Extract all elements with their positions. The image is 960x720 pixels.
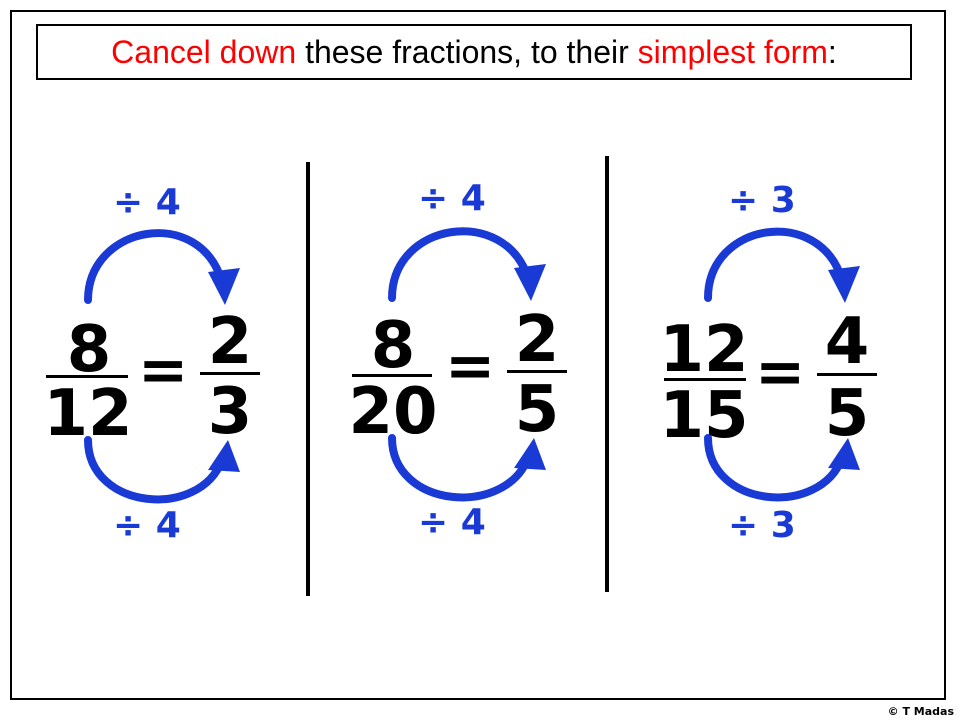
fraction-denominator: 15 (659, 379, 749, 453)
bottom-arrow-icon (84, 436, 240, 504)
answer-bar (817, 373, 877, 376)
fraction-numerator: 12 (659, 313, 749, 387)
title-colon: : (827, 34, 837, 70)
fraction-denominator: 20 (348, 375, 438, 449)
title-middle: these fractions, to their (296, 34, 638, 70)
divider-2 (605, 156, 609, 592)
fraction-denominator: 12 (43, 377, 133, 451)
bottom-operation-label: ÷ 3 (728, 505, 796, 546)
top-arrow-icon (704, 227, 860, 303)
equals-sign: = (755, 337, 806, 407)
slide-frame (10, 10, 946, 700)
answer-denominator: 5 (824, 377, 870, 451)
equals-sign: = (138, 335, 189, 405)
top-operation-label: ÷ 4 (113, 182, 181, 223)
divider-1 (306, 162, 310, 596)
title-cancel-down: Cancel down (111, 34, 297, 70)
fraction-numerator: 8 (370, 309, 416, 383)
top-arrow-icon (388, 227, 546, 302)
title-simplest-form: simplest form (637, 34, 828, 70)
top-operation-label: ÷ 3 (728, 180, 796, 221)
instruction-title: Cancel down these fractions, to their si… (36, 24, 912, 80)
top-arrow-icon (84, 229, 240, 305)
answer-numerator: 2 (514, 303, 560, 377)
copyright-text: © T Madas (887, 705, 954, 718)
fraction-bar (664, 378, 746, 381)
fraction-bar (46, 375, 128, 378)
answer-numerator: 4 (824, 305, 870, 379)
equals-sign: = (445, 331, 496, 401)
answer-denominator: 3 (207, 375, 253, 449)
fraction-numerator: 8 (66, 313, 112, 387)
answer-denominator: 5 (514, 373, 560, 447)
bottom-operation-label: ÷ 4 (113, 505, 181, 546)
bottom-arrow-icon (388, 434, 546, 502)
bottom-operation-label: ÷ 4 (418, 502, 486, 543)
fraction-bar (352, 374, 432, 377)
top-operation-label: ÷ 4 (418, 178, 486, 219)
answer-numerator: 2 (207, 305, 253, 379)
answer-bar (507, 370, 567, 373)
answer-bar (200, 372, 260, 375)
bottom-arrow-icon (704, 434, 860, 502)
